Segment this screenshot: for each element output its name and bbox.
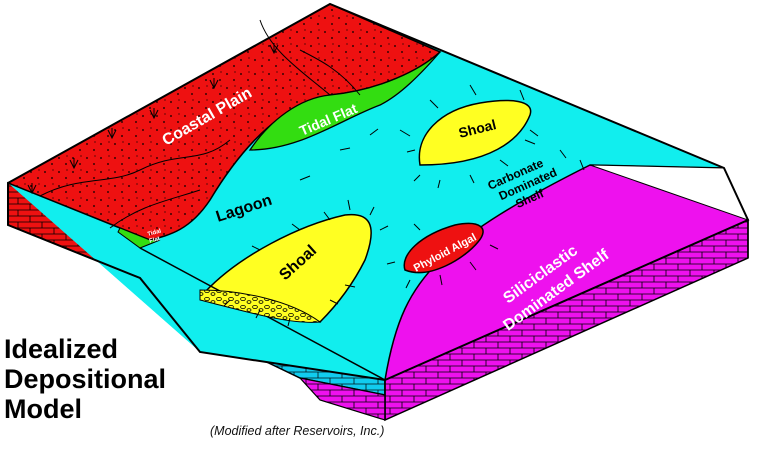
- tidal-flat-area: [248, 51, 441, 151]
- tidal-flat-small-label: Tidal Flat: [147, 228, 165, 245]
- title-line-2: Depositional: [4, 364, 167, 394]
- algal-mound-area: [403, 222, 484, 274]
- lagoon-current-marks: [223, 84, 585, 327]
- source-credit: (Modified after Reservoirs, Inc.): [210, 424, 385, 438]
- tidal-flat-small-line-1: Tidal: [147, 228, 162, 237]
- diagram-title: Idealized Depositional Model: [4, 334, 204, 424]
- title-line-3: Model: [4, 394, 82, 424]
- title-line-1: Idealized: [4, 334, 119, 364]
- block-top-surface: [8, 4, 748, 380]
- upper-shoal-area: [418, 99, 532, 166]
- coastal-plain-drainage: [27, 19, 361, 229]
- tidal-flat-small-line-2: Flat: [149, 236, 161, 245]
- tidal-flat-small-area: [117, 227, 161, 249]
